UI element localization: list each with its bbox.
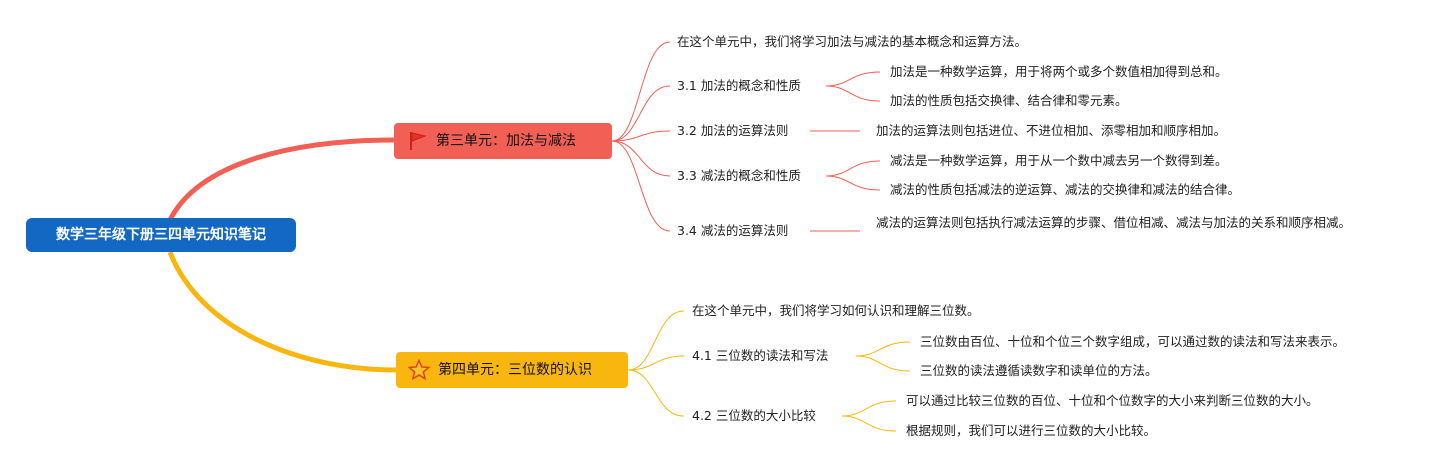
- branch-unit4-label: 第四单元：三位数的认识: [438, 362, 592, 378]
- branch-unit3[interactable]: 第三单元：加法与减法: [394, 123, 612, 159]
- section-4-1-label[interactable]: 4.1 三位数的读法和写法: [692, 348, 829, 363]
- section-4-1-detail-2: 三位数的读法遵循读数字和读单位的方法。: [920, 363, 1158, 378]
- branch-unit4[interactable]: 第四单元：三位数的认识: [396, 352, 628, 388]
- section-3-1-label[interactable]: 3.1 加法的概念和性质: [677, 78, 801, 93]
- section-3-1-detail-2: 加法的性质包括交换律、结合律和零元素。: [890, 93, 1128, 108]
- root-topic[interactable]: 数学三年级下册三四单元知识笔记: [26, 218, 296, 252]
- unit3-intro: 在这个单元中，我们将学习加法与减法的基本概念和运算方法。: [677, 34, 1028, 49]
- section-3-1-detail-1: 加法是一种数学运算，用于将两个或多个数值相加得到总和。: [890, 64, 1228, 79]
- section-3-3-label[interactable]: 3.3 减法的概念和性质: [677, 168, 801, 183]
- connector-root-unit4: [167, 251, 397, 373]
- unit3-connectors: [611, 41, 881, 232]
- section-3-3-detail-1: 减法是一种数学运算，用于从一个数中减去另一个数得到差。: [890, 153, 1228, 168]
- section-4-2-detail-2: 根据规则，我们可以进行三位数的大小比较。: [906, 423, 1157, 438]
- section-3-4-detail-1: 减法的运算法则包括执行减法运算的步骤、借位相减、减法与加法的关系和顺序相减。: [876, 215, 1352, 230]
- branch-unit3-label: 第三单元：加法与减法: [436, 133, 576, 149]
- section-4-1-detail-1: 三位数由百位、十位和个位三个数字组成，可以通过数的读法和写法来表示。: [920, 334, 1346, 349]
- section-4-2-label[interactable]: 4.2 三位数的大小比较: [692, 408, 816, 423]
- section-3-2-label[interactable]: 3.2 加法的运算法则: [677, 123, 789, 138]
- connector-root-unit3: [167, 137, 395, 222]
- unit4-intro: 在这个单元中，我们将学习如何认识和理解三位数。: [692, 303, 980, 318]
- star-icon: [408, 359, 430, 381]
- flag-icon: [410, 132, 427, 150]
- section-3-3-detail-2: 减法的性质包括减法的逆运算、减法的交换律和减法的结合律。: [890, 182, 1241, 197]
- section-4-2-detail-1: 可以通过比较三位数的百位、十位和个位数字的大小来判断三位数的大小。: [906, 393, 1319, 408]
- unit4-connectors: [627, 310, 911, 432]
- section-3-2-detail-1: 加法的运算法则包括进位、不进位相加、添零相加和顺序相加。: [876, 123, 1227, 138]
- section-3-4-label[interactable]: 3.4 减法的运算法则: [677, 223, 789, 238]
